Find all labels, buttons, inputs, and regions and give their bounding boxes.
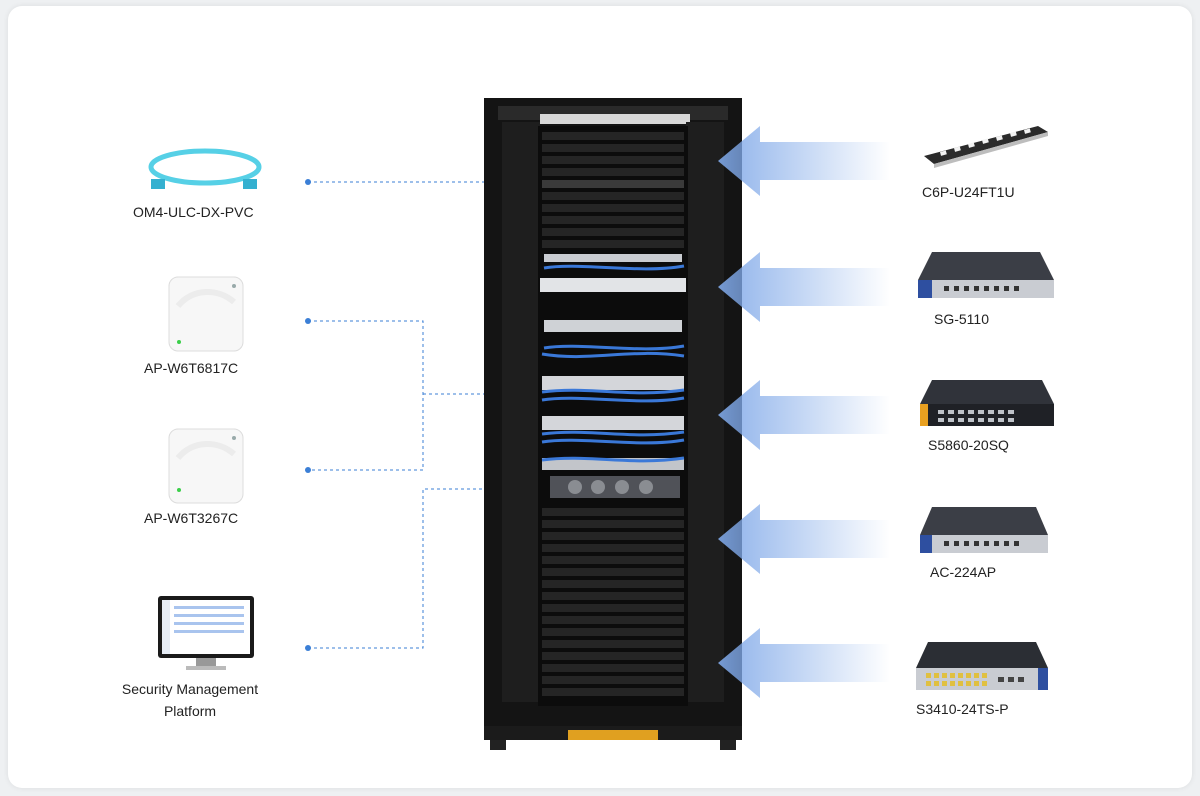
switch-icon xyxy=(920,380,1054,426)
rack-blank-panels xyxy=(542,132,684,696)
access-point-icon xyxy=(168,428,244,504)
device-label: AP-W6T3267C xyxy=(144,510,239,526)
device-label: SG-5110 xyxy=(934,311,989,327)
arrow-icon xyxy=(718,252,890,322)
rack-installed-devices xyxy=(540,254,686,498)
monitor-icon xyxy=(158,596,254,670)
connector-ap1-line xyxy=(308,320,424,471)
server-rack-icon xyxy=(484,98,742,750)
arrow-icon xyxy=(718,380,890,450)
device-label: S3410-24TS-P xyxy=(916,701,1009,717)
device-label-line: Platform xyxy=(163,703,217,719)
connector-dot xyxy=(305,467,311,473)
rack-patch-panel xyxy=(542,180,684,188)
device-label-line: Security Management xyxy=(121,681,259,697)
warning-label xyxy=(568,730,658,740)
wireless-controller-icon xyxy=(920,507,1048,553)
device-label: Security Management Platform xyxy=(122,678,258,722)
access-point-icon xyxy=(168,276,244,352)
rack-cables xyxy=(541,264,685,463)
connector-dot xyxy=(305,318,311,324)
security-gateway-icon xyxy=(918,252,1054,298)
connector-dot xyxy=(305,179,311,185)
device-label: C6P-U24FT1U xyxy=(922,184,1015,200)
device-label: AP-W6T6817C xyxy=(144,360,239,376)
arrow-icon xyxy=(718,628,890,698)
fiber-patch-cable-icon xyxy=(148,148,262,189)
device-label: AC-224AP xyxy=(930,564,997,580)
poe-switch-icon xyxy=(916,642,1048,690)
arrow-icon xyxy=(718,504,890,574)
patch-panel-icon xyxy=(924,126,1048,168)
device-label: S5860-20SQ xyxy=(928,437,1009,453)
connector-dot xyxy=(305,645,311,651)
connector-platform-line xyxy=(308,488,546,649)
device-label: OM4-ULC-DX-PVC xyxy=(133,204,254,220)
arrow-icon xyxy=(718,126,890,196)
